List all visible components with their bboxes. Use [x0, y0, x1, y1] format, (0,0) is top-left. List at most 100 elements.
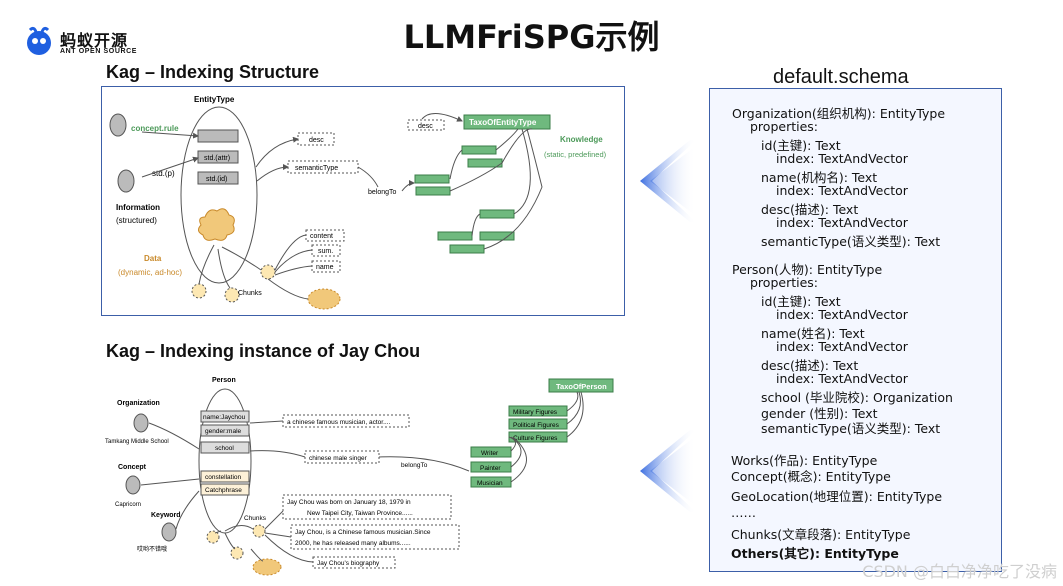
- schema-line: GeoLocation(地理位置): EntityType: [731, 489, 943, 504]
- schema-line: properties:: [750, 119, 818, 134]
- organization-label: Organization: [117, 400, 160, 407]
- chunk-node-1: [260, 264, 276, 280]
- bio-box: [312, 556, 396, 569]
- political-label: Political Figures: [513, 422, 560, 429]
- schema-line: id(主键): Text: [761, 138, 841, 153]
- ant-logo-icon: [27, 26, 51, 55]
- bio-label: Jay Chou's biography: [317, 560, 380, 567]
- chunk-node-b: [206, 530, 220, 544]
- std-id-box: [197, 171, 239, 185]
- keyword-label: Keyword: [151, 512, 181, 519]
- school-label: school: [215, 445, 234, 452]
- logo-text-cn: 蚂蚁开源: [60, 31, 129, 50]
- knowledge-label: Knowledge: [560, 135, 603, 144]
- schema-line: id(主键): Text: [761, 294, 841, 309]
- schema-line: name(姓名): Text: [761, 326, 865, 341]
- organization-node: [133, 413, 149, 433]
- sum-label: sum.: [318, 248, 333, 255]
- ant-open-source-logo: 蚂蚁开源 ANT OPEN SOURCE: [22, 24, 142, 64]
- data-cloud: [197, 208, 235, 241]
- belong-to-label: belongTo: [368, 189, 397, 196]
- schema-line: Others(其它): EntityType: [731, 546, 899, 561]
- name-jay-label: name:Jaychou: [203, 414, 246, 421]
- chunk-ellipse-2: [252, 558, 282, 576]
- dynamic-label: (dynamic, ad-hoc): [118, 268, 182, 277]
- concept-rule-label: concept.rule: [131, 124, 179, 133]
- schema-line: index: TextAndVector: [776, 307, 908, 322]
- chunk-node-c: [230, 546, 244, 560]
- culture-label: Culture Figures: [513, 435, 558, 442]
- indexing-structure-diagram: concept.rule std.(p) Information (struct…: [101, 86, 625, 316]
- schema-line: index: TextAndVector: [776, 151, 908, 166]
- painter-label: Painter: [480, 465, 501, 472]
- musician-desc-label: a chinese famous musician, actor....: [287, 419, 391, 426]
- concept-node: [125, 475, 141, 495]
- std-p-label: std.(p): [152, 169, 175, 178]
- schema-line: Concept(概念): EntityType: [731, 469, 891, 484]
- schema-line: properties:: [750, 275, 818, 290]
- section-title-jay-chou-instance: Kag – Indexing instance of Jay Chou: [106, 341, 421, 361]
- schema-line: Person(人物): EntityType: [732, 262, 883, 277]
- chunk-node-2: [191, 283, 207, 299]
- chunk1-line2: New Taipei City, Taiwan Province......: [307, 510, 413, 517]
- entitytype-label: EntityType: [194, 95, 235, 104]
- desc-label: desc: [309, 137, 324, 144]
- tamkang-label: Tamkang Middle School: [105, 439, 169, 445]
- schema-title: default.schema: [773, 66, 909, 88]
- chunk2-line1: Jay Chou, is a Chinese famous musician.S…: [295, 529, 431, 536]
- semantic-type-label: semanticType: [295, 165, 338, 172]
- structured-label: (structured): [116, 216, 157, 225]
- belong-to-label-2: belongTo: [401, 462, 428, 469]
- schema-line: desc(描述): Text: [761, 358, 859, 373]
- taxo-entitytype-box: [463, 114, 551, 130]
- schema-line: index: TextAndVector: [776, 215, 908, 230]
- name-label: name: [316, 264, 334, 271]
- constellation-label: constellation: [205, 474, 242, 481]
- entitytype-ellipse: [180, 106, 258, 284]
- schema-panel: [709, 88, 1002, 572]
- chevron-left-icon-top: [640, 140, 696, 222]
- chunks-label: Chunks: [238, 290, 262, 297]
- jay-chou-instance-diagram: Person Organization Tamkang Middle Schoo…: [101, 371, 625, 578]
- data-label: Data: [144, 254, 162, 263]
- constellation-box: [200, 470, 250, 483]
- military-label: Military Figures: [513, 409, 558, 416]
- concept-label: Concept: [118, 464, 147, 471]
- concept-node: [109, 113, 127, 137]
- schema-line: index: TextAndVector: [776, 339, 908, 354]
- entity-attr-box-1: [197, 129, 239, 143]
- chunk-ellipse: [307, 288, 341, 310]
- chunk-node-3: [224, 287, 240, 303]
- information-label: Information: [116, 203, 160, 212]
- writer-label: Writer: [481, 450, 499, 457]
- schema-line: name(机构名): Text: [761, 170, 878, 185]
- std-attr-label: std.(attr): [204, 155, 230, 162]
- writer-box: [470, 446, 512, 458]
- csdn-watermark: CSDN @白白净净吃了没病: [862, 562, 1057, 581]
- singer-label: chinese male singer: [309, 455, 368, 462]
- information-node: [117, 169, 135, 193]
- knowledge-sub-label: (static, predefined): [544, 150, 607, 159]
- capricorn-label: Capricorn: [115, 502, 141, 508]
- taxo-entitytype-label: TaxoOfEntityType: [469, 118, 537, 127]
- name-jay-box: [200, 410, 250, 423]
- person-label: Person: [212, 377, 236, 384]
- schema-line: Works(作品): EntityType: [731, 453, 878, 468]
- schema-line: ……: [731, 505, 756, 520]
- slide-title: LLMFriSPG示例: [403, 18, 660, 56]
- chunk2-box: [290, 524, 460, 550]
- desc2-label: desc: [418, 123, 433, 130]
- schema-line: index: TextAndVector: [776, 183, 908, 198]
- schema-line: Chunks(文章段落): EntityType: [731, 527, 911, 542]
- chunks-label-2: Chunks: [244, 515, 267, 522]
- chunk-node-a: [252, 524, 266, 538]
- taxo-person-label: TaxoOfPerson: [556, 382, 607, 391]
- chunk2-line2: 2000, he has released many albums......: [295, 540, 411, 547]
- taxonomy-tree: [414, 145, 515, 254]
- std-id-label: std.(id): [206, 176, 227, 183]
- keyword-val-label: 哎哟不错哦: [137, 545, 167, 553]
- schema-line: Organization(组织机构): EntityType: [732, 106, 946, 121]
- content-label: content: [310, 233, 333, 240]
- chunk1-line1: Jay Chou was born on January 18, 1979 in: [287, 499, 411, 506]
- schema-line: school (毕业院校): Organization: [761, 390, 953, 405]
